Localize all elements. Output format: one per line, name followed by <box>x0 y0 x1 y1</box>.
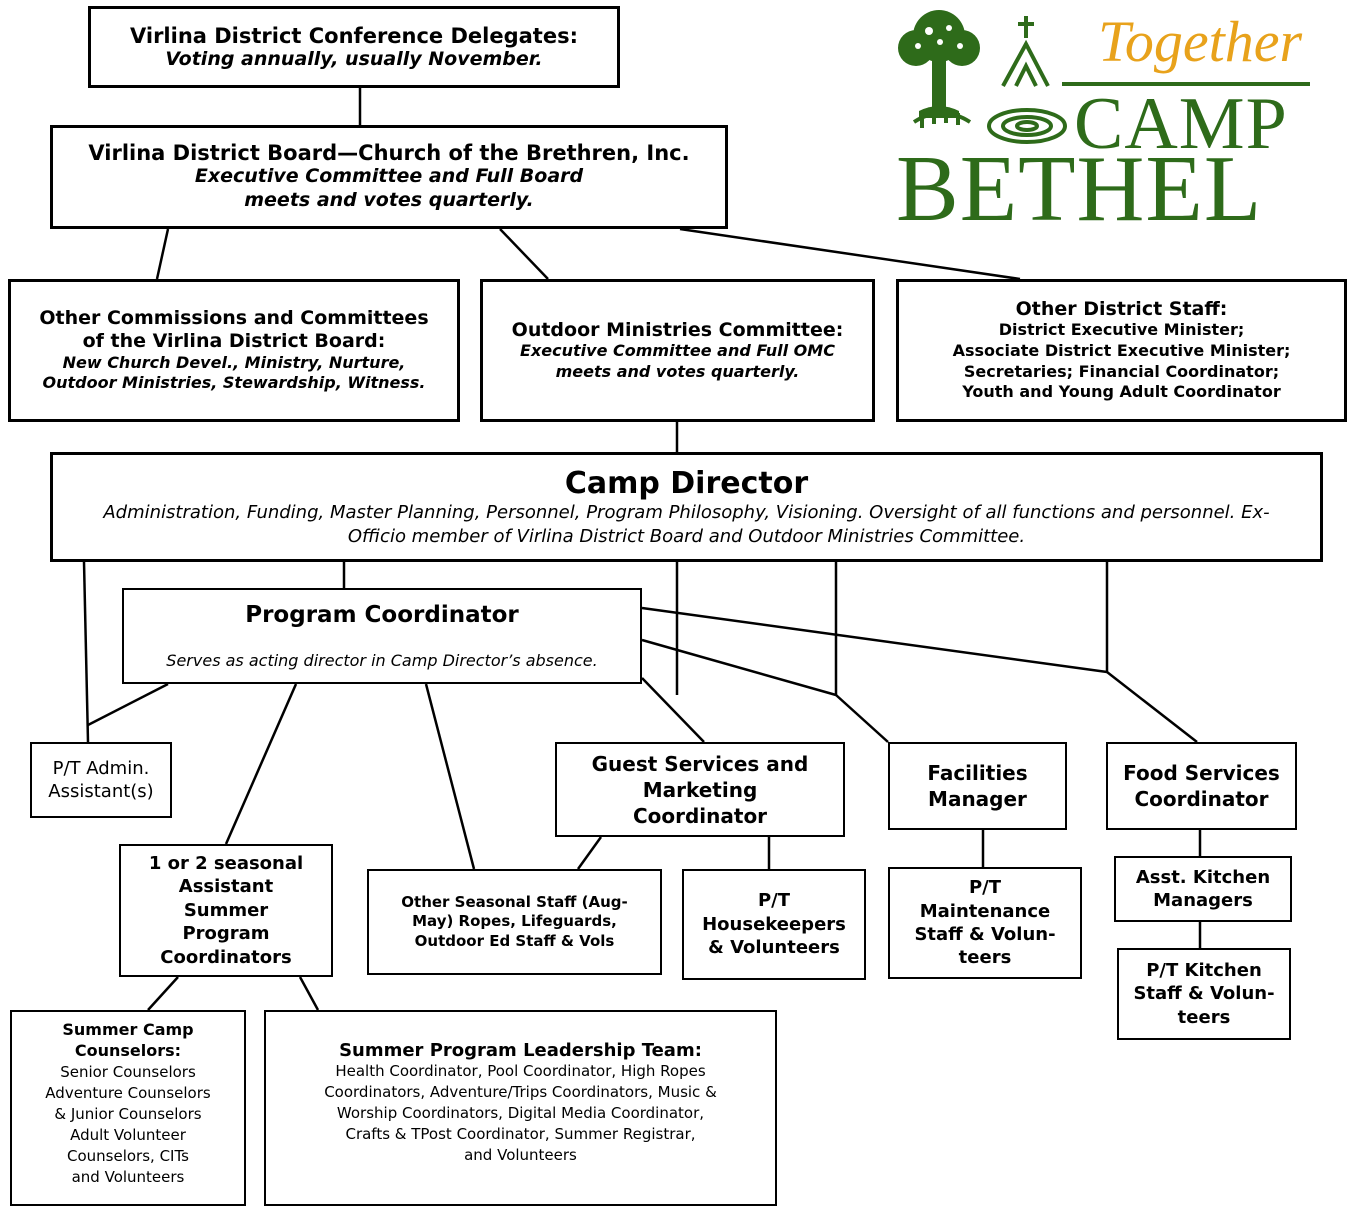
line-program-seasonal <box>224 683 298 845</box>
omc-box: Outdoor Ministries Committee: Executive … <box>480 279 875 422</box>
program-coordinator-box: Program Coordinator Serves as acting dir… <box>122 588 642 684</box>
program-coordinator-title: Program Coordinator <box>245 601 519 628</box>
bridge-swirl-icon <box>912 108 1067 144</box>
district-staff-box: Other District Staff: District Executive… <box>896 279 1347 422</box>
guest-services-box: Guest Services and Marketing Coordinator <box>555 742 845 837</box>
district-staff-body: District Executive Minister; Associate D… <box>952 319 1291 402</box>
line-seasonal-counselors <box>147 976 179 1011</box>
housekeepers-label: P/T Housekeepers & Volunteers <box>702 890 846 959</box>
admin-assistant-label: P/T Admin. Assistant(s) <box>48 757 154 802</box>
district-staff-title: Other District Staff: <box>1015 297 1228 320</box>
line-program-guest <box>641 677 705 743</box>
line-program-other-seasonal <box>424 683 476 870</box>
asst-kitchen-label: Asst. Kitchen Managers <box>1135 866 1271 911</box>
logo-bethel: BETHEL <box>896 137 1263 241</box>
board-title: Virlina District Board—Church of the Bre… <box>88 141 690 166</box>
leadership-team-body: Health Coordinator, Pool Coordinator, Hi… <box>324 1062 717 1164</box>
line-facilities-down <box>835 694 889 743</box>
housekeepers-box: P/T Housekeepers & Volunteers <box>682 869 866 980</box>
other-seasonal-box: Other Seasonal Staff (Aug- May) Ropes, L… <box>367 869 662 975</box>
kitchen-staff-box: P/T Kitchen Staff & Volun- teers <box>1117 948 1291 1040</box>
camp-director-title: Camp Director <box>564 466 809 502</box>
food-services-label: Food Services Coordinator <box>1123 761 1280 811</box>
line-director-admin <box>82 561 90 743</box>
logo-rule <box>1062 82 1310 86</box>
line-seasonal-leadership <box>298 976 320 1011</box>
commissions-box: Other Commissions and Committees of the … <box>8 279 460 422</box>
kitchen-staff-label: P/T Kitchen Staff & Volun- teers <box>1133 959 1275 1028</box>
logo-camp: CAMP <box>1074 83 1288 165</box>
line-program-food <box>641 606 1108 674</box>
commissions-subtitle: New Church Devel., Ministry, Nurture, Ou… <box>42 352 426 393</box>
commissions-title: Other Commissions and Committees of the … <box>39 306 429 352</box>
line-board-omc <box>499 228 549 280</box>
omc-title: Outdoor Ministries Committee: <box>511 318 844 341</box>
guest-services-label: Guest Services and Marketing Coordinator <box>591 751 809 828</box>
seasonal-assistant-box: 1 or 2 seasonal Assistant Summer Program… <box>119 844 333 977</box>
delegates-subtitle: Voting annually, usually November. <box>165 48 543 70</box>
camp-bethel-logo: Together CAMP BETHEL <box>890 2 1315 242</box>
facilities-label: Facilities Manager <box>927 761 1028 811</box>
delegates-title: Virlina District Conference Delegates: <box>129 24 578 48</box>
camp-director-body: Administration, Funding, Master Planning… <box>103 502 1270 547</box>
asst-kitchen-box: Asst. Kitchen Managers <box>1114 856 1292 922</box>
food-services-box: Food Services Coordinator <box>1106 742 1297 830</box>
logo-together: Together <box>1098 9 1303 74</box>
leadership-team-box: Summer Program Leadership Team: Health C… <box>264 1010 777 1206</box>
counselors-title: Summer Camp Counselors: <box>62 1020 194 1060</box>
maintenance-box: P/T Maintenance Staff & Volun- teers <box>888 867 1082 979</box>
board-box: Virlina District Board—Church of the Bre… <box>50 125 728 229</box>
other-seasonal-label: Other Seasonal Staff (Aug- May) Ropes, L… <box>401 892 628 950</box>
chapel-tent-icon <box>1001 16 1050 87</box>
tree-icon <box>898 10 980 118</box>
line-food-down <box>1106 671 1198 743</box>
delegates-box: Virlina District Conference Delegates: V… <box>88 6 620 88</box>
program-coordinator-body: Serves as acting director in Camp Direct… <box>166 651 598 671</box>
facilities-box: Facilities Manager <box>888 742 1067 830</box>
line-board-staff <box>679 227 1021 281</box>
line-program-facilities <box>641 638 837 697</box>
camp-director-box: Camp Director Administration, Funding, M… <box>50 452 1323 562</box>
board-subtitle: Executive Committee and Full Board meets… <box>194 165 584 211</box>
line-board-commissions <box>155 228 170 280</box>
counselors-body: Senior Counselors Adventure Counselors &… <box>45 1062 211 1186</box>
seasonal-assistant-label: 1 or 2 seasonal Assistant Summer Program… <box>148 853 304 968</box>
maintenance-label: P/T Maintenance Staff & Volun- teers <box>914 877 1056 969</box>
admin-assistant-box: P/T Admin. Assistant(s) <box>30 742 172 818</box>
line-guest-other-seasonal <box>576 836 603 870</box>
omc-subtitle: Executive Committee and Full OMC meets a… <box>520 340 835 381</box>
leadership-team-title: Summer Program Leadership Team: <box>339 1040 702 1061</box>
counselors-box: Summer Camp Counselors: Senior Counselor… <box>10 1010 246 1206</box>
line-program-admin <box>87 682 169 727</box>
